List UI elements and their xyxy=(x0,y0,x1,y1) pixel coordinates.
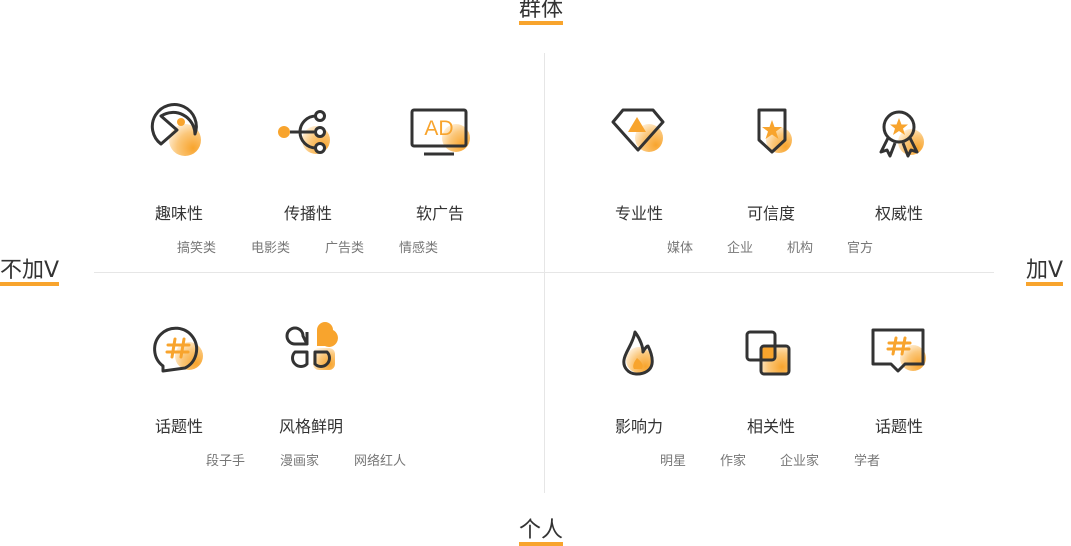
svg-text:AD: AD xyxy=(424,117,453,140)
tag: 段子手 xyxy=(206,454,246,469)
feature-item: 趣味性 xyxy=(119,100,239,223)
tag: 情感类 xyxy=(399,241,439,256)
hashtag-message-icon xyxy=(871,328,926,373)
axis-right-text: 加V xyxy=(1026,258,1064,283)
feature-item: 话题性 xyxy=(839,316,959,436)
feature-label: 风格鲜明 xyxy=(278,417,343,436)
tag: 学者 xyxy=(854,454,881,469)
feature-item: 话题性 xyxy=(119,316,239,436)
feature-label: 软广告 xyxy=(415,204,464,223)
tag: 机构 xyxy=(787,241,814,256)
shield-star-icon xyxy=(757,108,792,154)
tag: 企业家 xyxy=(780,454,820,469)
feature-label: 相关性 xyxy=(746,417,795,436)
axis-bottom-text: 个人 xyxy=(519,518,564,543)
feature-label: 可信度 xyxy=(746,204,795,223)
axis-left-text: 不加V xyxy=(0,258,60,283)
flame-icon xyxy=(622,330,654,376)
share-nodes-icon xyxy=(278,110,330,154)
feature-label: 话题性 xyxy=(874,417,923,436)
axis-label-top: 群体 xyxy=(519,0,564,25)
axis-label-left: 不加V xyxy=(0,258,60,286)
feature-label: 影响力 xyxy=(614,417,663,436)
feature-label: 传播性 xyxy=(283,204,332,223)
feature-label: 权威性 xyxy=(874,204,923,223)
axis-underline xyxy=(519,542,564,546)
tag: 漫画家 xyxy=(280,454,320,469)
clover-grid-icon xyxy=(285,322,338,370)
axis-label-bottom: 个人 xyxy=(519,518,564,546)
tag: 作家 xyxy=(720,454,747,469)
tag: 搞笑类 xyxy=(177,241,217,256)
overlap-squares-icon xyxy=(745,330,791,376)
axis-underline xyxy=(0,282,60,286)
tag: 官方 xyxy=(847,241,874,256)
feature-label: 专业性 xyxy=(614,204,663,223)
feature-item: 相关性 xyxy=(711,316,831,436)
feature-item: AD 软广告 xyxy=(380,100,500,223)
axis-underline xyxy=(519,21,564,25)
tag: 电影类 xyxy=(251,241,291,256)
feature-item: 专业性 xyxy=(579,100,699,223)
feature-item: 权威性 xyxy=(839,100,959,223)
tag: 网络红人 xyxy=(354,454,407,469)
vertical-axis-line xyxy=(544,53,545,493)
feature-item: 传播性 xyxy=(248,100,368,223)
award-medal-icon xyxy=(879,110,924,158)
diamond-icon xyxy=(611,108,665,152)
ad-monitor-icon: AD xyxy=(410,108,470,156)
pacman-icon xyxy=(150,102,201,156)
feature-item: 可信度 xyxy=(711,100,831,223)
hashtag-bubble-icon xyxy=(153,326,203,373)
feature-label: 趣味性 xyxy=(154,204,203,223)
feature-item: 风格鲜明 xyxy=(251,316,371,436)
axis-top-text: 群体 xyxy=(519,0,564,22)
feature-item: 影响力 xyxy=(579,316,699,436)
tag: 广告类 xyxy=(325,241,365,256)
tag: 媒体 xyxy=(667,241,694,256)
axis-label-right: 加V xyxy=(1026,258,1064,286)
feature-label: 话题性 xyxy=(154,417,203,436)
tag: 企业 xyxy=(727,241,754,256)
tag: 明星 xyxy=(660,454,687,469)
axis-underline xyxy=(1026,282,1064,286)
